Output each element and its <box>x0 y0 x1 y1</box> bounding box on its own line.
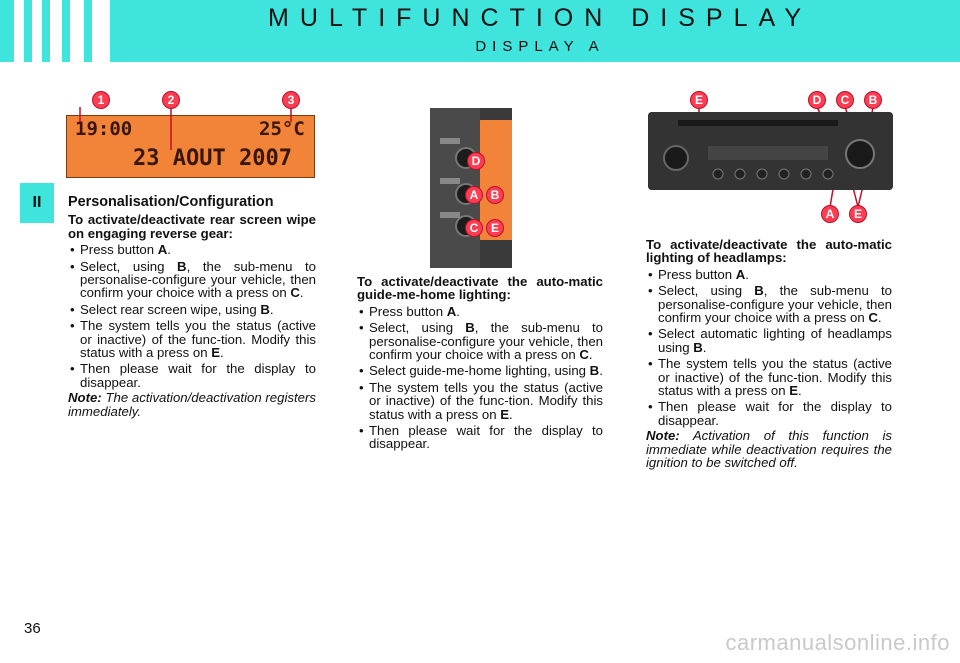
lcd-date: 23 AOUT 2007 <box>133 146 292 171</box>
column-3-list: Press button A. Select, using B, the sub… <box>646 268 892 428</box>
panel-badge-a: A <box>465 186 483 204</box>
radio-badge-e2: E <box>849 205 867 223</box>
lcd-display: 19:00 25°C 23 AOUT 2007 <box>66 115 315 178</box>
list-item: Then please wait for the display to disa… <box>646 400 892 427</box>
column-3-note: Note: Activation of this function is imm… <box>646 428 892 471</box>
section-tab: II <box>20 183 54 223</box>
list-item: Then please wait for the display to disa… <box>357 424 603 451</box>
radio-badge-a: A <box>821 205 839 223</box>
callout-badge-3: 3 <box>282 91 300 109</box>
panel-badge-e: E <box>486 219 504 237</box>
column-1-lead: To activate/deactivate rear screen wipe … <box>68 212 316 241</box>
lcd-temp: 25°C <box>259 118 305 140</box>
list-item: The system tells you the status (active … <box>357 381 603 421</box>
list-item: Select, using B, the sub-menu to persona… <box>646 284 892 324</box>
watermark: carmanualsonline.info <box>725 630 950 655</box>
radio-illustration <box>648 112 893 190</box>
lcd-time: 19:00 <box>75 118 133 140</box>
page-number: 36 <box>24 620 41 637</box>
radio-badge-b: B <box>864 91 882 109</box>
header-stripe <box>32 0 42 62</box>
callout-badge-1: 1 <box>92 91 110 109</box>
page-title: MULTIFUNCTION DISPLAY <box>268 4 812 32</box>
column-1-note: Note: The activation/deactivation regist… <box>68 390 316 419</box>
header-stripe <box>50 0 62 62</box>
column-3-lead: To activate/deactivate the auto-matic li… <box>646 237 892 266</box>
panel-badge-d: D <box>467 152 485 170</box>
header-stripe <box>70 0 84 62</box>
column-2-lead: To activate/deactivate the auto-matic gu… <box>357 274 603 303</box>
radio-badge-e: E <box>690 91 708 109</box>
header-stripe <box>92 0 110 62</box>
list-item: Then please wait for the display to disa… <box>68 362 316 389</box>
list-item: Select guide-me-home lighting, using B. <box>357 364 603 378</box>
list-item: Select, using B, the sub-menu to persona… <box>68 259 316 300</box>
radio-unit-photo <box>648 112 893 190</box>
panel-badge-c: C <box>465 219 483 237</box>
column-1-list: Press button A. Select, using B, the sub… <box>68 243 316 389</box>
list-item: Select, using B, the sub-menu to persona… <box>357 321 603 361</box>
panel-badge-b: B <box>486 186 504 204</box>
list-item: Press button A. <box>68 243 316 257</box>
list-item: The system tells you the status (active … <box>68 319 316 359</box>
header-stripe <box>14 0 24 62</box>
column-1: Personalisation/Configuration To activat… <box>68 194 316 419</box>
list-item: Press button A. <box>357 305 603 319</box>
header-bar: MULTIFUNCTION DISPLAY DISPLAY A <box>0 0 960 62</box>
radio-badge-d: D <box>808 91 826 109</box>
radio-badge-c: C <box>836 91 854 109</box>
list-item: Select automatic lighting of headlamps u… <box>646 327 892 354</box>
list-item: Press button A. <box>646 268 892 282</box>
list-item: Select rear screen wipe, using B. <box>68 303 316 317</box>
column-2-list: Press button A. Select, using B, the sub… <box>357 305 603 451</box>
list-item: The system tells you the status (active … <box>646 357 892 397</box>
column-2: To activate/deactivate the auto-matic gu… <box>357 275 603 451</box>
callout-badge-2: 2 <box>162 91 180 109</box>
page-subtitle: DISPLAY A <box>475 38 605 55</box>
column-3: To activate/deactivate the auto-matic li… <box>646 238 892 470</box>
column-1-heading: Personalisation/Configuration <box>68 194 274 210</box>
